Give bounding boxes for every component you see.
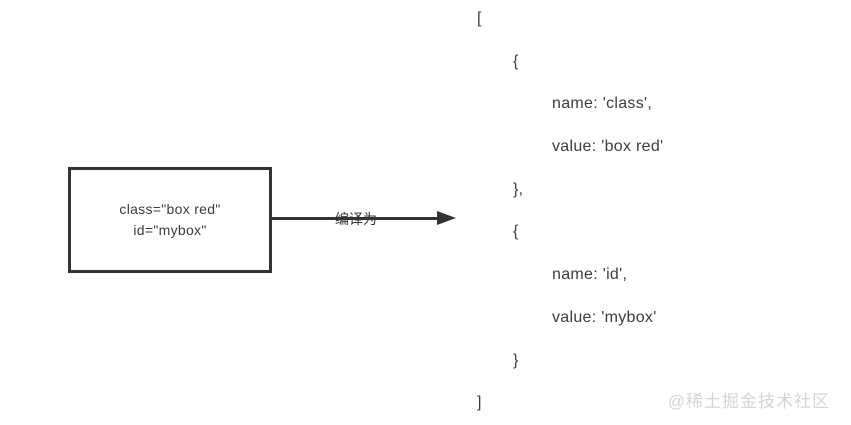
arrow-head-icon — [437, 211, 456, 225]
code-line: name: 'id', — [552, 266, 628, 284]
code-line: [ — [477, 10, 482, 27]
code-line: }, — [513, 180, 524, 198]
code-line: { — [513, 52, 519, 70]
code-line: name: 'class', — [552, 95, 653, 113]
code-line: value: 'mybox' — [552, 308, 657, 326]
code-line: ] — [477, 394, 482, 412]
arrow-line — [272, 217, 440, 220]
code-line: value: 'box red' — [552, 138, 664, 156]
watermark: @稀土掘金技术社区 — [667, 392, 830, 411]
compiled-output-code: [ { name: 'class', value: 'box red'}, { name:… — [477, 0, 663, 425]
source-attribute-id: id="mybox" — [133, 222, 207, 238]
code-line: } — [513, 351, 519, 369]
source-attribute-class: class="box red" — [119, 201, 221, 217]
code-line: { — [513, 223, 519, 241]
source-attributes-box: class="box red" id="mybox" — [68, 167, 272, 273]
